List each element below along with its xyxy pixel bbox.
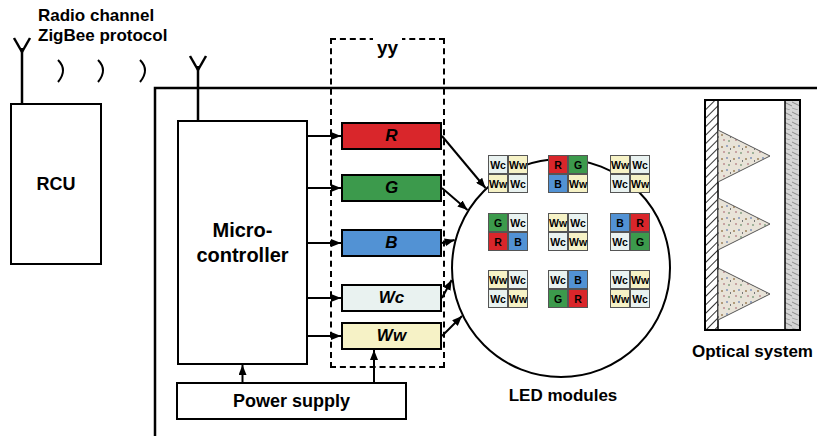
node-text: Wc — [379, 288, 405, 308]
driver-box: R — [341, 122, 442, 150]
led-cell: Ww — [568, 232, 588, 251]
led-cell: R — [568, 289, 588, 308]
led-cell: Wc — [548, 270, 568, 289]
rcu-antenna — [14, 38, 30, 103]
node-text: Optical system — [685, 342, 817, 362]
led-cell: Wc — [568, 213, 588, 232]
led-cell: Ww — [610, 289, 630, 308]
led-cell: Wc — [610, 174, 630, 193]
radio-waves — [58, 60, 145, 82]
optical-system: Optical system — [705, 100, 800, 330]
led-cell: Wc — [488, 289, 508, 308]
node-text: RCU — [37, 174, 76, 195]
node-text: LED modules — [453, 386, 673, 406]
node-text: B — [385, 233, 397, 253]
led-cell: Ww — [488, 174, 508, 193]
node-text: Ww — [377, 326, 406, 346]
led-cell: B — [508, 232, 528, 251]
led-cell: Wc — [610, 232, 630, 251]
driver-box: B — [341, 229, 442, 257]
led-cell: Ww — [630, 174, 650, 193]
power-supply-box: Power supply — [176, 382, 407, 420]
led-cell: Wc — [488, 155, 508, 174]
device-antenna — [190, 56, 206, 120]
led-cell: Ww — [488, 270, 508, 289]
led-cell: R — [548, 155, 568, 174]
led-cell: B — [548, 174, 568, 193]
node-text: Micro- controller — [184, 218, 302, 268]
driver-box: Wc — [341, 284, 442, 312]
arrow-connector — [442, 316, 462, 336]
led-cell: G — [488, 213, 508, 232]
node-text: Power supply — [233, 391, 350, 412]
led-cell: Ww — [548, 213, 568, 232]
driver-box: Ww — [341, 322, 442, 350]
node-text: yy — [373, 37, 402, 59]
arrow-connector — [242, 365, 244, 382]
node-text: G — [385, 178, 398, 198]
led-cell: R — [630, 213, 650, 232]
arrow-connector — [308, 187, 341, 189]
led-cell: G — [630, 232, 650, 251]
led-cell: B — [610, 213, 630, 232]
driver-box: G — [341, 174, 442, 202]
led-cell: Ww — [630, 270, 650, 289]
arrow-connector — [308, 135, 341, 137]
led-cell: Ww — [508, 289, 528, 308]
arrow-connector — [308, 242, 341, 244]
led-cell: Wc — [630, 289, 650, 308]
led-cell: Ww — [508, 155, 528, 174]
led-cell: R — [488, 232, 508, 251]
remote-control-unit: RCU — [10, 103, 102, 265]
arrow-connector — [308, 297, 341, 299]
led-cell: Wc — [610, 270, 630, 289]
radio-label: Radio channel ZigBee protocol — [38, 6, 213, 45]
led-cell: Wc — [548, 232, 568, 251]
arrow-connector — [442, 136, 486, 188]
arrow-connector — [373, 350, 375, 382]
node-text: R — [385, 126, 397, 146]
microcontroller-box: Micro- controller — [177, 120, 308, 365]
arrow-connector — [442, 188, 468, 210]
led-cell: Wc — [630, 155, 650, 174]
led-cell: Ww — [610, 155, 630, 174]
driver-group: yyR G B WcWw — [330, 38, 445, 368]
led-cell: Wc — [508, 270, 528, 289]
housing-outline — [155, 88, 817, 436]
led-cell: G — [568, 155, 588, 174]
led-cell: B — [568, 270, 588, 289]
led-cell: Wc — [508, 213, 528, 232]
led-cell: Ww — [568, 174, 588, 193]
led-cell: Wc — [508, 174, 528, 193]
arrow-connector — [308, 335, 341, 337]
led-cell: G — [548, 289, 568, 308]
optical-system-art — [705, 100, 800, 330]
